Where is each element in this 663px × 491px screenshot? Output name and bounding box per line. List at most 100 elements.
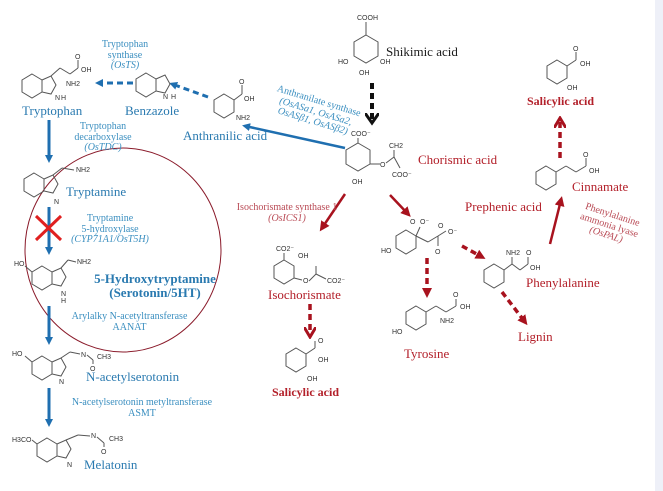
svg-text:OH: OH [81,67,92,74]
arrow-anthranilic-to-benzazole [169,81,209,99]
tryptamine-structure: NH2 N [23,167,90,206]
salicylic-acid-left-structure: O OH OH [285,338,329,383]
svg-text:OH: OH [352,179,363,186]
svg-text:OH: OH [460,304,471,311]
svg-text:OH: OH [380,59,391,66]
svg-text:NH2: NH2 [506,250,520,257]
svg-text:O⁻: O⁻ [448,229,457,236]
enzyme-name-line1: Tryptamine [86,213,134,224]
enzyme-tryptophan-synthase: Tryptophan synthase (OsTS) [80,39,170,72]
svg-text:OH: OH [530,265,541,272]
enzyme-aanat: Arylalky N-acetyltransferase AANAT [57,311,202,333]
enzyme-name-line2: 5-hydroxylase [81,223,139,235]
svg-text:OH: OH [244,96,255,103]
svg-text:N: N [163,94,168,101]
label-tyrosine: Tyrosine [404,346,450,361]
right-edge-strip [655,0,663,491]
enzyme-name-line2: synthase [107,49,143,61]
svg-text:N: N [61,291,66,298]
anthranilic-acid-structure: O OH NH2 [213,79,255,122]
benzazole-structure: N [135,72,171,101]
svg-text:OH: OH [567,85,578,92]
enzyme-name: N-acetylserotonin metyltransferase [71,397,213,408]
label-isochorismate: Isochorismate [268,287,341,302]
tryptophan-structure: O OH NH2 N H [21,54,92,102]
label-tryptophan: Tryptophan [22,103,83,118]
label-cinnamate: Cinnamate [572,179,629,194]
svg-text:O: O [101,449,107,456]
svg-text:OH: OH [580,61,591,68]
svg-text:CO2⁻: CO2⁻ [276,246,294,253]
enzyme-gene: (OsICS1) [268,212,306,224]
svg-text:NH2: NH2 [76,167,90,174]
svg-text:O: O [380,162,386,169]
svg-text:OH: OH [298,253,309,260]
serotonin-highlight-circle [24,147,222,353]
chorismic-acid-structure: COO⁻ O CH2 COO⁻ OH [345,131,412,186]
enzyme-gene: (OsTDC) [84,142,122,153]
arrow-chorismic-to-isochorismate [319,193,347,232]
svg-text:HO: HO [14,261,25,268]
n-acetylserotonin-structure: HO N O CH3 N [12,351,111,386]
label-lignin: Lignin [518,329,553,344]
svg-text:N: N [91,433,96,440]
tyrosine-structure: HO O OH NH2 [392,292,471,336]
arrow-chorismic-to-anthranilic [242,123,346,150]
svg-text:O: O [453,292,459,299]
svg-text:COO⁻: COO⁻ [351,131,371,138]
svg-text:NH2: NH2 [77,259,91,266]
svg-text:O: O [438,223,444,230]
enzyme-name-line2: decarboxylase [74,131,132,143]
svg-text:O: O [75,54,81,61]
svg-text:O: O [239,79,245,86]
svg-text:O⁻: O⁻ [420,219,429,226]
svg-text:N: N [81,352,86,359]
svg-text:O: O [435,249,441,256]
label-prephenic-acid: Prephenic acid [465,199,542,214]
svg-text:O: O [526,250,532,257]
svg-text:CH3: CH3 [97,354,111,361]
enzyme-isochorismate-synthase: Isochorismate synthase 1 (OsICS1) [222,202,352,224]
salicylic-acid-right-structure: O OH OH [546,46,591,92]
svg-text:OH: OH [307,376,318,383]
arrow-phenylalanine-to-lignin [500,290,528,326]
label-salicylic-acid-right: Salicylic acid [527,94,594,108]
svg-text:H3CO: H3CO [12,437,32,444]
enzyme-gene: (OsTS) [110,60,140,71]
label-shikimic-acid: Shikimic acid [386,44,458,59]
enzyme-tryptophan-decarboxylase: Tryptophan decarboxylase (OsTDC) [58,121,148,154]
svg-text:O: O [410,219,416,226]
svg-text:HO: HO [338,59,349,66]
phenylalanine-structure: NH2 O OH [483,250,541,289]
svg-text:O: O [583,152,589,159]
svg-text:OH: OH [318,357,329,364]
enzyme-tryptamine-hydroxylase: Tryptamine 5-hydroxylase (CYP71A1/OsT5H) [60,213,160,246]
shikimic-acid-structure: COOH HO OH OH [338,15,391,77]
svg-text:HO: HO [392,329,403,336]
inhibition-x-icon [34,214,63,242]
serotonin-structure: HO NH2 N H [14,259,91,305]
svg-text:O: O [303,278,309,285]
svg-text:CH3: CH3 [109,436,123,443]
svg-text:N: N [54,199,59,206]
arrow-phenylalanine-to-cinnamate [548,196,565,245]
svg-text:HO: HO [12,351,23,358]
melatonin-structure: H3CO N O CH3 N [12,433,123,469]
svg-text:HO: HO [381,248,392,255]
svg-text:H: H [61,298,66,305]
enzyme-gene: (CYP71A1/OsT5H) [71,234,149,245]
svg-text:NH2: NH2 [66,81,80,88]
svg-text:CO2⁻: CO2⁻ [327,278,345,285]
cinnamate-structure: O OH [535,152,600,191]
label-melatonin: Melatonin [84,457,138,472]
serotonin-alias: (Serotonin/5HT) [109,284,201,300]
arrow-prephenic-to-phenylalanine [461,244,486,259]
label-salicylic-acid-left: Salicylic acid [272,385,339,399]
enzyme-name: Arylalky N-acetyltransferase [71,311,188,322]
svg-text:CH2: CH2 [389,143,403,150]
label-chorismic-acid: Chorismic acid [418,152,498,167]
enzyme-abbrev: AANAT [112,321,147,333]
benzazole-h-atom: H [171,94,176,101]
